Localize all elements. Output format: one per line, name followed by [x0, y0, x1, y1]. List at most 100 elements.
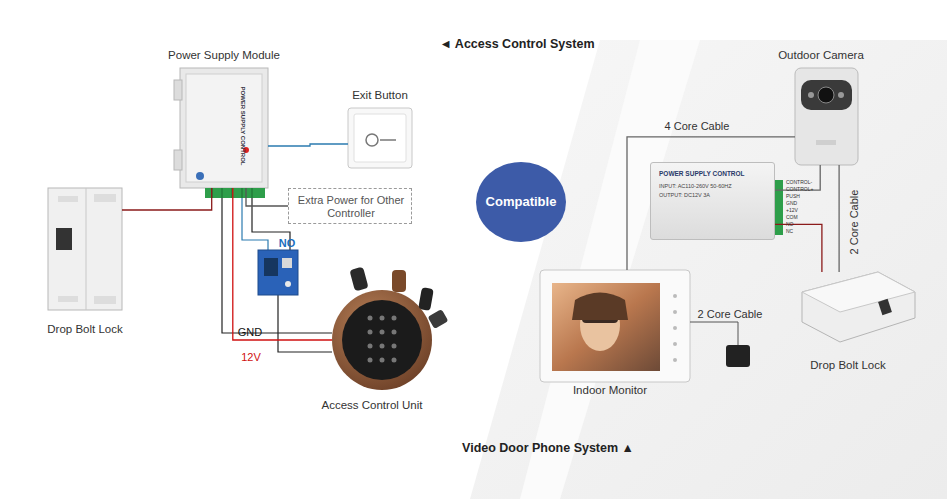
exit-button-box: Exit Button [348, 108, 412, 168]
node-sublabel: INPUT: AC110-260V 50-60HZ [659, 183, 732, 190]
power-supply-box: POWER SUPPLY CONTROL INPUT: AC110-260V 50… [650, 162, 775, 240]
indoor-monitor [673, 310, 677, 314]
access-control-unit [368, 358, 373, 363]
terminal-name: NO [786, 221, 794, 227]
cable-label: 2 Core Cable [848, 190, 861, 255]
monitor-box: Indoor Monitor [540, 270, 690, 382]
terminal-strip [775, 180, 783, 235]
cable-label: 2 Core Cable [698, 308, 763, 321]
indoor-monitor [540, 270, 690, 382]
drop-bolt-lock [48, 188, 122, 310]
access-control-unit [380, 358, 385, 363]
terminal-name: COM [786, 214, 798, 220]
cable-connector [268, 144, 348, 146]
cable-connector [775, 224, 822, 272]
section-heading: ◄ Access Control System [439, 37, 594, 52]
terminal-strip [252, 188, 253, 198]
relay-module [264, 258, 278, 276]
pin-name: GND [238, 326, 262, 339]
terminal-strip [205, 188, 265, 198]
power-supply-module [174, 68, 268, 188]
access-control-unit [368, 316, 373, 321]
node-sublabel: POWER SUPPLY CONTROL [238, 86, 245, 165]
terminal-strip [222, 188, 223, 198]
relay-wires [278, 295, 332, 352]
indoor-monitor [552, 283, 660, 371]
key-fob [418, 287, 434, 311]
node-label: Exit Button [352, 89, 408, 103]
drop-bolt-lock [94, 296, 116, 304]
node-label: Extra Power for Other Controller [297, 194, 405, 220]
exit-button [348, 108, 412, 168]
pin-name: 12V [241, 351, 261, 364]
access-control-unit [392, 358, 397, 363]
terminal-name: CONTROL- [786, 179, 812, 185]
drop-bolt-lock [56, 228, 72, 250]
access-control-unit [380, 316, 385, 321]
drop-bolt-lock [802, 272, 915, 342]
exit-button [354, 114, 406, 162]
drop-bolt-lock [58, 196, 78, 202]
power-supply-box: Power Supply ModulePOWER SUPPLY CONTROL [180, 68, 268, 188]
relay-module [258, 250, 298, 295]
node-label: Power Supply Module [168, 49, 280, 63]
node-label: Compatible [486, 194, 557, 210]
outdoor-camera [818, 87, 834, 103]
access-control-unit [392, 344, 397, 349]
section-heading: Video Door Phone System ▲ [462, 441, 634, 456]
drop-bolt-lock [802, 272, 915, 312]
cable-label: 4 Core Cable [665, 120, 730, 133]
power-supply-module [174, 150, 182, 170]
terminal-strip [242, 188, 243, 198]
camera-box: Outdoor Camera [795, 68, 858, 165]
indoor-monitor [673, 326, 677, 330]
indoor-monitor [673, 358, 677, 362]
indoor-monitor [540, 270, 690, 382]
outdoor-camera [816, 140, 836, 145]
access-control-unit [392, 316, 397, 321]
outdoor-camera [795, 68, 858, 165]
access-control-unit [368, 330, 373, 335]
compatible-ellipse: Compatible [476, 162, 566, 242]
outdoor-camera [838, 92, 844, 98]
power-supply-module [174, 80, 182, 100]
terminal-name: GND [786, 200, 797, 206]
key-fob [392, 270, 406, 292]
drop-bolt-lock [86, 188, 87, 310]
key-fob [428, 309, 449, 329]
relay-module [282, 258, 292, 268]
cable-connector [246, 188, 288, 206]
terminal-strip [775, 180, 783, 235]
doorbell-button [726, 345, 750, 367]
terminal-name: CONTROL+ [786, 186, 813, 192]
node-label: POWER SUPPLY CONTROL [659, 170, 745, 178]
node-label: Access Control Unit [322, 399, 423, 413]
access-unit-box: Access Control Unit [332, 290, 432, 390]
indoor-monitor [673, 342, 677, 346]
background-band [470, 40, 947, 499]
drop-bolt-lock [94, 194, 116, 202]
cable-connector [122, 188, 212, 210]
access-control-unit [332, 290, 432, 390]
power-supply-module [180, 68, 268, 188]
node-label: Indoor Monitor [573, 384, 647, 398]
power-supply-module [196, 172, 204, 180]
drop-bolt-lock [878, 299, 892, 315]
access-control-unit [380, 344, 385, 349]
background-band [520, 40, 700, 499]
background-band [470, 40, 947, 499]
exit-button [348, 108, 412, 168]
outdoor-camera [795, 68, 858, 165]
cable-connector [627, 137, 795, 270]
terminal-name: NC [786, 228, 793, 234]
relay-module [285, 281, 291, 287]
terminal-strip [205, 188, 265, 198]
cable-connector [838, 165, 839, 272]
drop-bolt-lock [48, 188, 122, 310]
pin-name: NO [279, 237, 296, 250]
